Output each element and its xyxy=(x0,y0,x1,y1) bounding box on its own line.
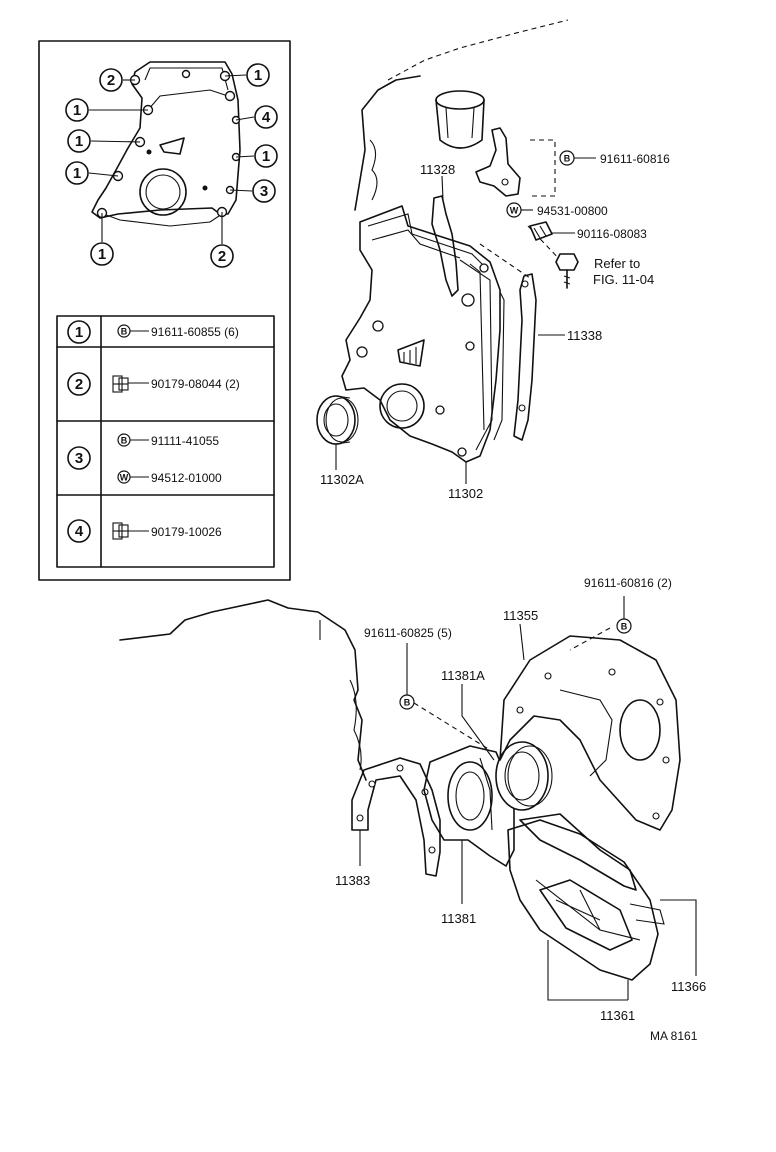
washer-badge-letter: W xyxy=(510,206,519,216)
drawing-code: MA 8161 xyxy=(650,1029,698,1043)
callout-bottom-left: 1 xyxy=(98,246,106,263)
label-11366: 11366 xyxy=(671,979,706,994)
callout-left-3: 1 xyxy=(73,165,81,182)
legend-part-91111-41055: 91111-41055 xyxy=(151,434,219,448)
label-11302A: 11302A xyxy=(320,472,364,487)
label-11302: 11302 xyxy=(448,486,483,501)
sensor-stud-icon xyxy=(529,221,575,241)
label-94531-00800: 94531-00800 xyxy=(537,204,608,218)
flange-nut-icon xyxy=(112,375,129,393)
label-91611-60816: 91611-60816 xyxy=(600,152,670,166)
label-90116-08083: 90116-08083 xyxy=(577,227,647,241)
hex-bolt-icon xyxy=(555,253,579,289)
legend-part-90179-10026: 90179-10026 xyxy=(151,525,222,539)
bolt-badge-letter: B xyxy=(564,154,571,164)
legend-key-3: 3 xyxy=(75,450,83,467)
callout-top-left: 2 xyxy=(107,72,115,89)
label-91611-60825-5: 91611-60825 (5) xyxy=(364,626,452,640)
flange-nut-icon xyxy=(112,522,129,540)
rear-end-plate-assembly: B B 91611-60816 (2) 91611-60825 (5) 1135… xyxy=(119,576,706,1043)
bolt-badge-letter: B xyxy=(121,436,128,446)
washer-badge-letter: W xyxy=(120,473,129,483)
label-11381A: 11381A xyxy=(441,668,485,683)
callout-right-1: 1 xyxy=(262,148,270,165)
label-91611-60816-2: 91611-60816 (2) xyxy=(584,576,672,590)
legend-key-1: 1 xyxy=(75,324,83,341)
callout-left-1: 1 xyxy=(73,102,81,119)
bolt-location-inset: 2 1 1 1 1 1 4 1 3 2 1 2 3 4 B xyxy=(38,40,291,581)
bolt-legend-table: 1 2 3 4 B 91611-60855 (6) 90179-08044 (2… xyxy=(56,315,275,568)
label-11381: 11381 xyxy=(441,911,476,926)
legend-part-94512-01000: 94512-01000 xyxy=(151,471,222,485)
label-11355: 11355 xyxy=(503,608,538,623)
label-refer-to: Refer to xyxy=(594,256,640,271)
label-11383: 11383 xyxy=(335,873,370,888)
callout-top-right: 1 xyxy=(254,67,262,84)
callout-right-4: 4 xyxy=(262,109,271,126)
callout-right-3: 3 xyxy=(260,183,268,200)
bolt-badge-letter: B xyxy=(621,622,628,632)
legend-part-90179-08044: 90179-08044 (2) xyxy=(151,377,240,391)
label-refer-fig: FIG. 11-04 xyxy=(593,272,654,287)
bolt-badge-letter: B xyxy=(404,698,411,708)
timing-cover-assembly: B 91611-60816 W 94531-00800 90116-08083 … xyxy=(316,19,670,501)
label-11328: 11328 xyxy=(420,162,455,177)
legend-part-91611-60855: 91611-60855 (6) xyxy=(151,325,239,339)
label-11361: 11361 xyxy=(600,1008,635,1023)
legend-key-2: 2 xyxy=(75,376,83,393)
legend-key-4: 4 xyxy=(75,523,84,540)
callout-bottom-right: 2 xyxy=(218,248,226,265)
callout-left-2: 1 xyxy=(75,133,83,150)
bolt-badge-letter: B xyxy=(121,327,128,337)
label-11338: 11338 xyxy=(567,328,602,343)
